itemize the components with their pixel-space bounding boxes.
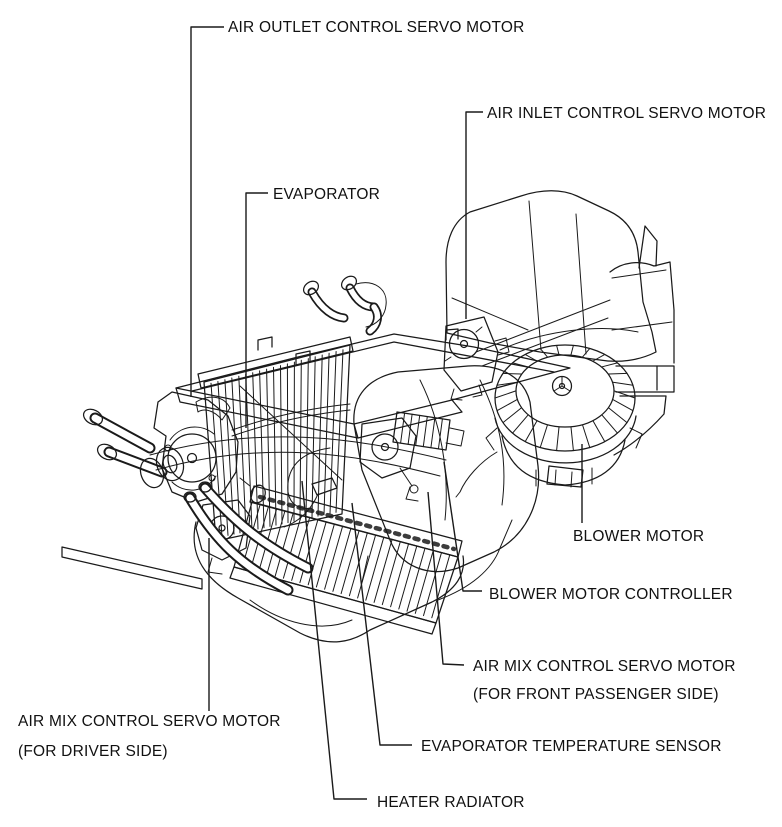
blower-motor-controller-drawing: [392, 411, 465, 451]
rear-frame: [475, 225, 675, 456]
blower-motor-controller-leader-line: [443, 461, 482, 592]
hvac-unit-illustration: [61, 190, 675, 643]
lower-housing-shell: [61, 521, 465, 643]
left-ac-pipes: [82, 408, 185, 489]
blower-motor-drawing: [455, 344, 643, 498]
blower-motor-controller-label: BLOWER MOTOR CONTROLLER: [489, 586, 733, 603]
heater-radiator-leader-line: [301, 480, 367, 800]
evaporator-temp-sensor-label: EVAPORATOR TEMPERATURE SENSOR: [421, 738, 722, 755]
harness-curves: [149, 436, 447, 477]
passenger-air-mix-servo-drawing: [359, 417, 419, 502]
heater-pipe-arch: [302, 275, 387, 336]
heater-radiator-label: HEATER RADIATOR: [377, 794, 525, 811]
air-inlet-servo-label: AIR INLET CONTROL SERVO MOTOR: [487, 105, 766, 122]
evaporator-label: EVAPORATOR: [273, 186, 380, 203]
leader-lines: [190, 26, 583, 800]
air-outlet-servo-leader-line: [190, 26, 224, 397]
heater-hoses: [183, 481, 314, 596]
blower-motor-label: BLOWER MOTOR: [573, 528, 704, 545]
air-mix-driver-label-line1: AIR MIX CONTROL SERVO MOTOR: [18, 713, 281, 730]
air-inlet-servo-motor-drawing: [443, 316, 510, 401]
evaporator-fins: [210, 349, 344, 538]
blower-cage-fins: [494, 344, 636, 452]
air-outlet-servo-label: AIR OUTLET CONTROL SERVO MOTOR: [228, 19, 525, 36]
heater-radiator-drawing: [229, 477, 463, 635]
callout-labels: AIR OUTLET CONTROL SERVO MOTOR AIR INLET…: [18, 19, 766, 811]
evaporator-leader-line: [245, 192, 268, 428]
air-inlet-duct: [445, 190, 657, 362]
air-mix-passenger-leader-line: [427, 491, 465, 666]
air-mix-passenger-label-line2: (FOR FRONT PASSENGER SIDE): [473, 686, 719, 703]
evaporator-temp-sensor-leader-line: [351, 502, 412, 746]
center-housing: [353, 365, 540, 601]
air-inlet-servo-leader-line: [465, 111, 483, 319]
controller-fins: [400, 412, 443, 450]
air-mix-driver-label-line2: (FOR DRIVER SIDE): [18, 743, 168, 760]
air-mix-passenger-label-line1: AIR MIX CONTROL SERVO MOTOR: [473, 658, 736, 675]
evaporator-drawing: [197, 336, 354, 542]
